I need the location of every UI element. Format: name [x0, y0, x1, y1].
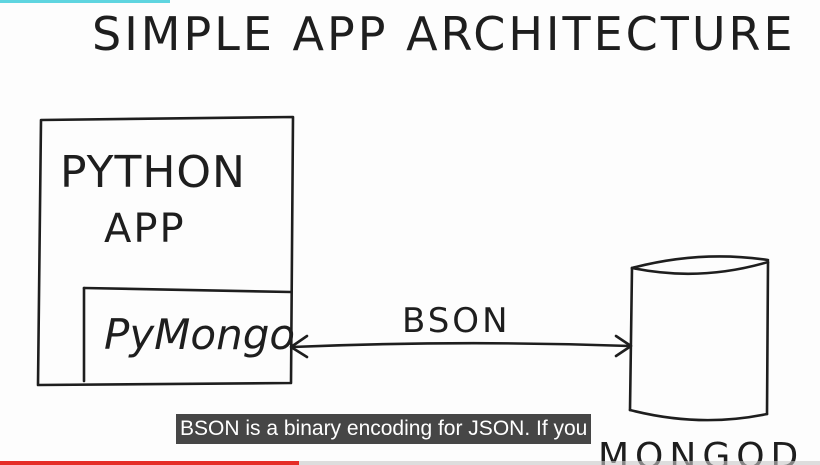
pymongo-box-top — [82, 286, 293, 294]
bson-arrow-line — [290, 341, 632, 349]
python-app-label-line2: APP — [104, 206, 186, 252]
cylinder-right-side — [765, 260, 770, 416]
python-app-label-line1: PYTHON — [60, 147, 246, 198]
pymongo-label: PyMongo — [104, 310, 295, 359]
top-loading-bar — [0, 0, 170, 3]
bson-arrow-left-head — [289, 334, 309, 359]
mongod-label: MONGOD — [598, 436, 804, 465]
cylinder-top-front — [630, 260, 770, 276]
video-progress-fill — [0, 461, 300, 465]
subtitle-caption: BSON is a binary encoding for JSON. If y… — [176, 414, 592, 444]
cylinder-top-back — [630, 255, 770, 270]
bson-label: BSON — [402, 301, 511, 341]
cylinder-bottom — [628, 408, 769, 422]
video-progress-bar[interactable] — [0, 461, 820, 465]
python-app-box — [36, 115, 295, 387]
cylinder-left-side — [628, 266, 634, 412]
diagram-title: SIMPLE APP ARCHITECTURE — [92, 7, 796, 61]
